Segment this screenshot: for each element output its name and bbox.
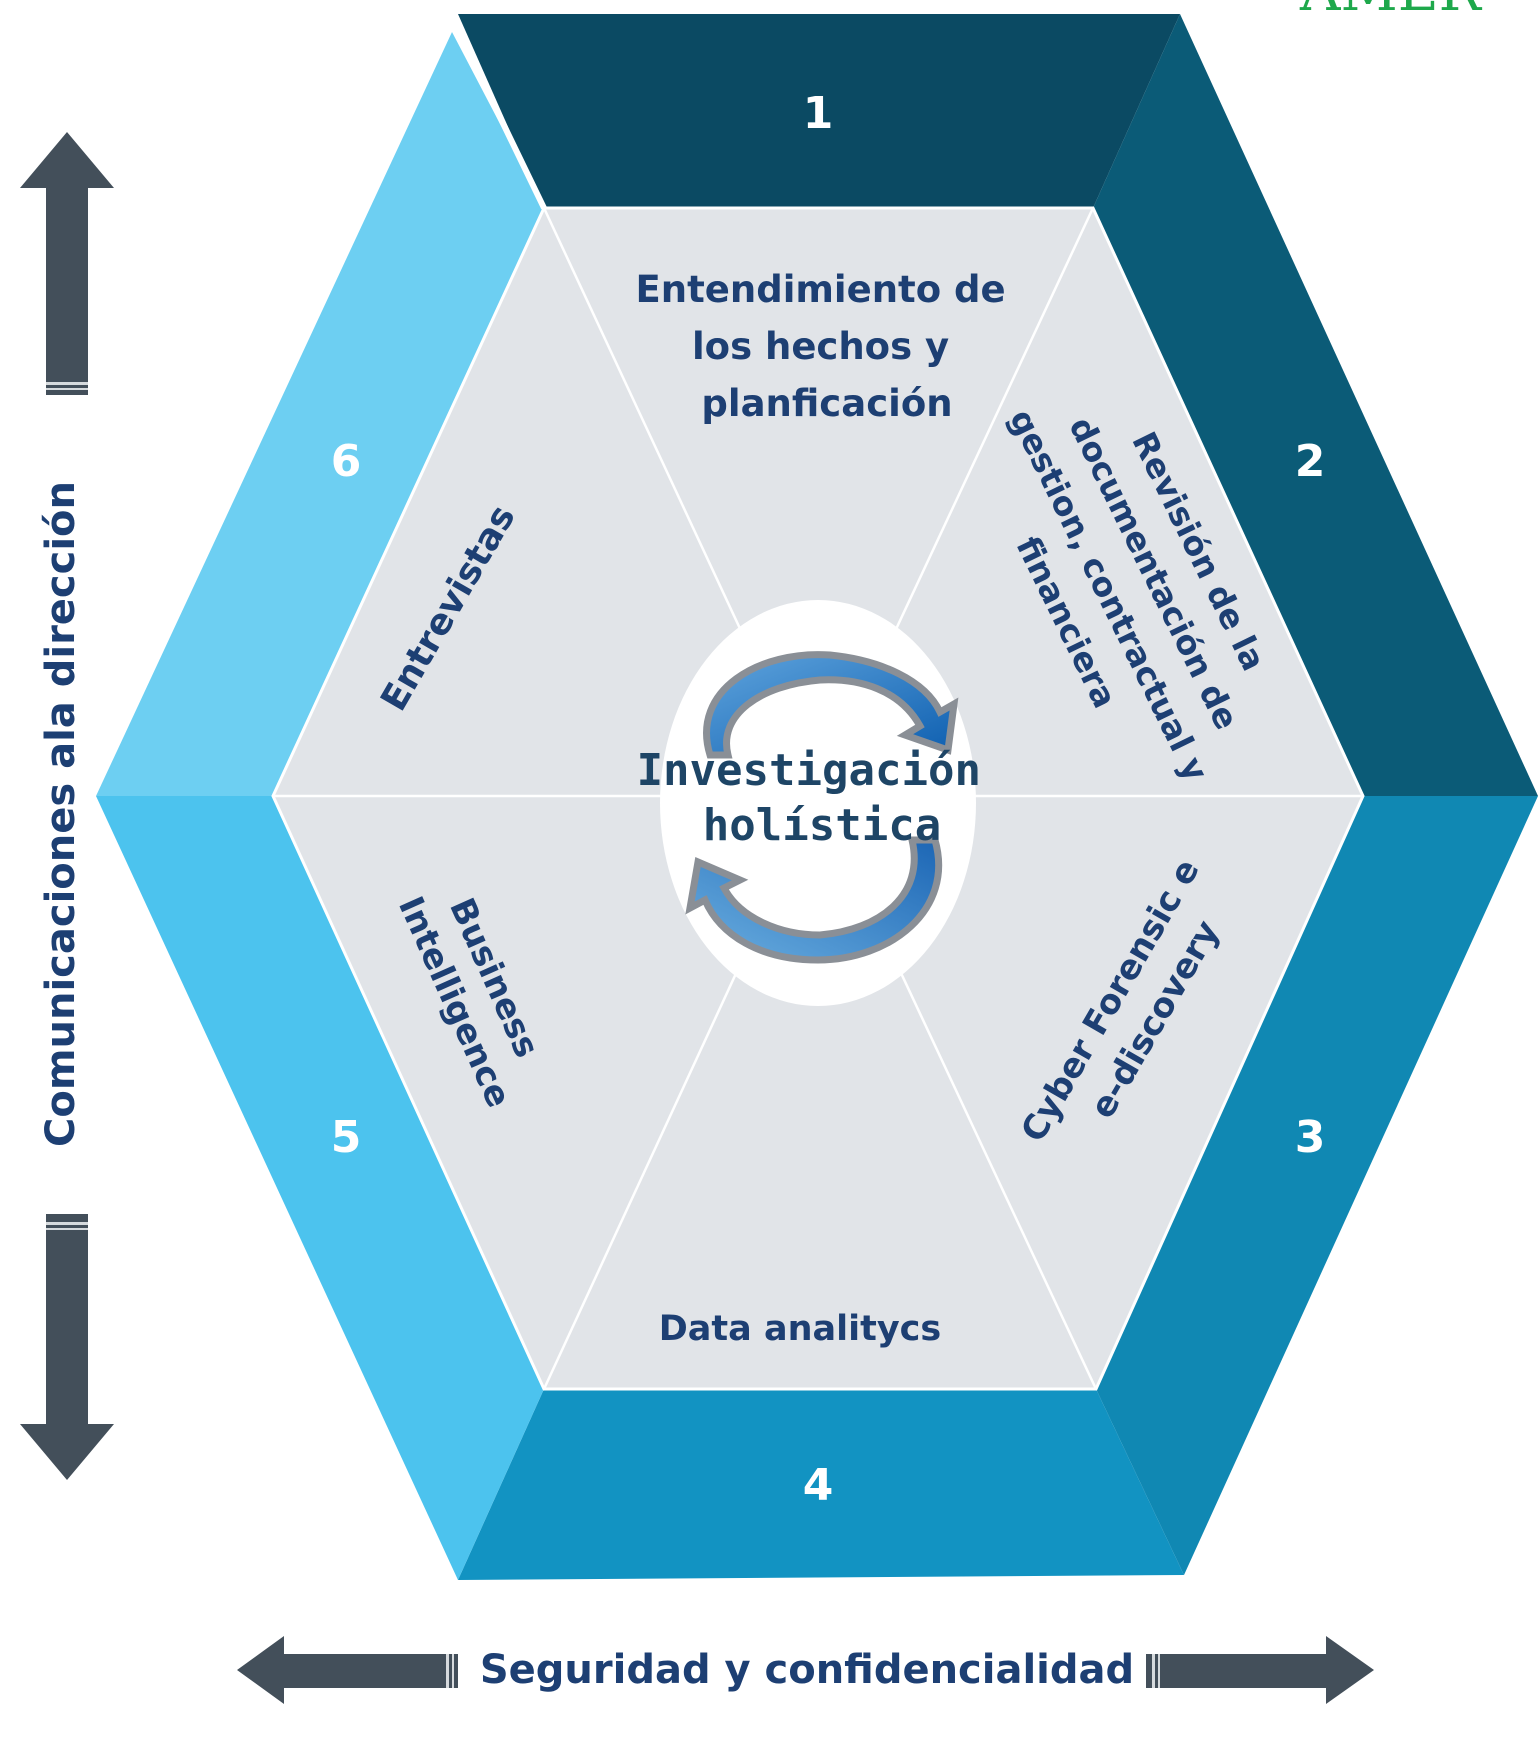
vertical-down-arrow-icon [20,1214,114,1480]
segment-label-1: Entendimiento de los hechos y planficaci… [635,268,1018,425]
band-5 [96,796,544,1580]
segment-number-5: 5 [331,1112,362,1163]
segment-number-2: 2 [1295,436,1326,487]
band-1 [458,14,1180,208]
vertical-up-arrow-icon [20,132,114,395]
cycle-arrows-icon [685,651,959,964]
segment-number-3: 3 [1295,1112,1326,1163]
vertical-axis-label: Comunicaciones ala dirección [38,481,84,1147]
logo-fragment: AMER [1299,0,1483,24]
segment-number-1: 1 [803,88,834,139]
segment-label-4: Data analitycs [659,1309,941,1349]
horizontal-axis-label: Seguridad y confidencialidad [480,1647,1134,1693]
segment-number-4: 4 [803,1460,834,1511]
band-6 [96,32,544,796]
segment-number-6: 6 [331,436,362,487]
horizontal-right-arrow-icon [1146,1636,1374,1704]
band-4 [458,1389,1184,1580]
band-3 [1096,796,1538,1575]
band-2 [1093,14,1538,796]
horizontal-left-arrow-icon [237,1636,458,1704]
center-label: Investigación holística [637,745,1008,851]
